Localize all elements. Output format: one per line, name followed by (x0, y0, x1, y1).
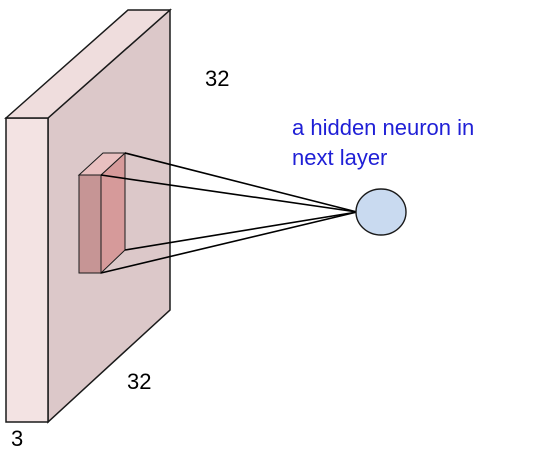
input-volume-top-face (4, 9, 172, 119)
input-volume-side-face (5, 117, 49, 423)
connection-line (100, 211, 358, 274)
connections (100, 152, 358, 274)
connection-line (100, 174, 358, 213)
connection-line (124, 152, 358, 213)
volume-width-label: 32 (205, 66, 230, 91)
annotation-line: a hidden neuron in (292, 115, 475, 140)
connection-line (124, 211, 358, 251)
annotation-line: next layer (292, 145, 388, 170)
receptive-field (77, 151, 127, 275)
volume-height-label: 32 (127, 369, 152, 394)
hidden-neuron (355, 188, 407, 236)
volume-depth-label: 3 (11, 426, 24, 451)
neuron-annotation: a hidden neuron in next layer (292, 113, 474, 173)
receptive-field-side-face (78, 174, 102, 274)
